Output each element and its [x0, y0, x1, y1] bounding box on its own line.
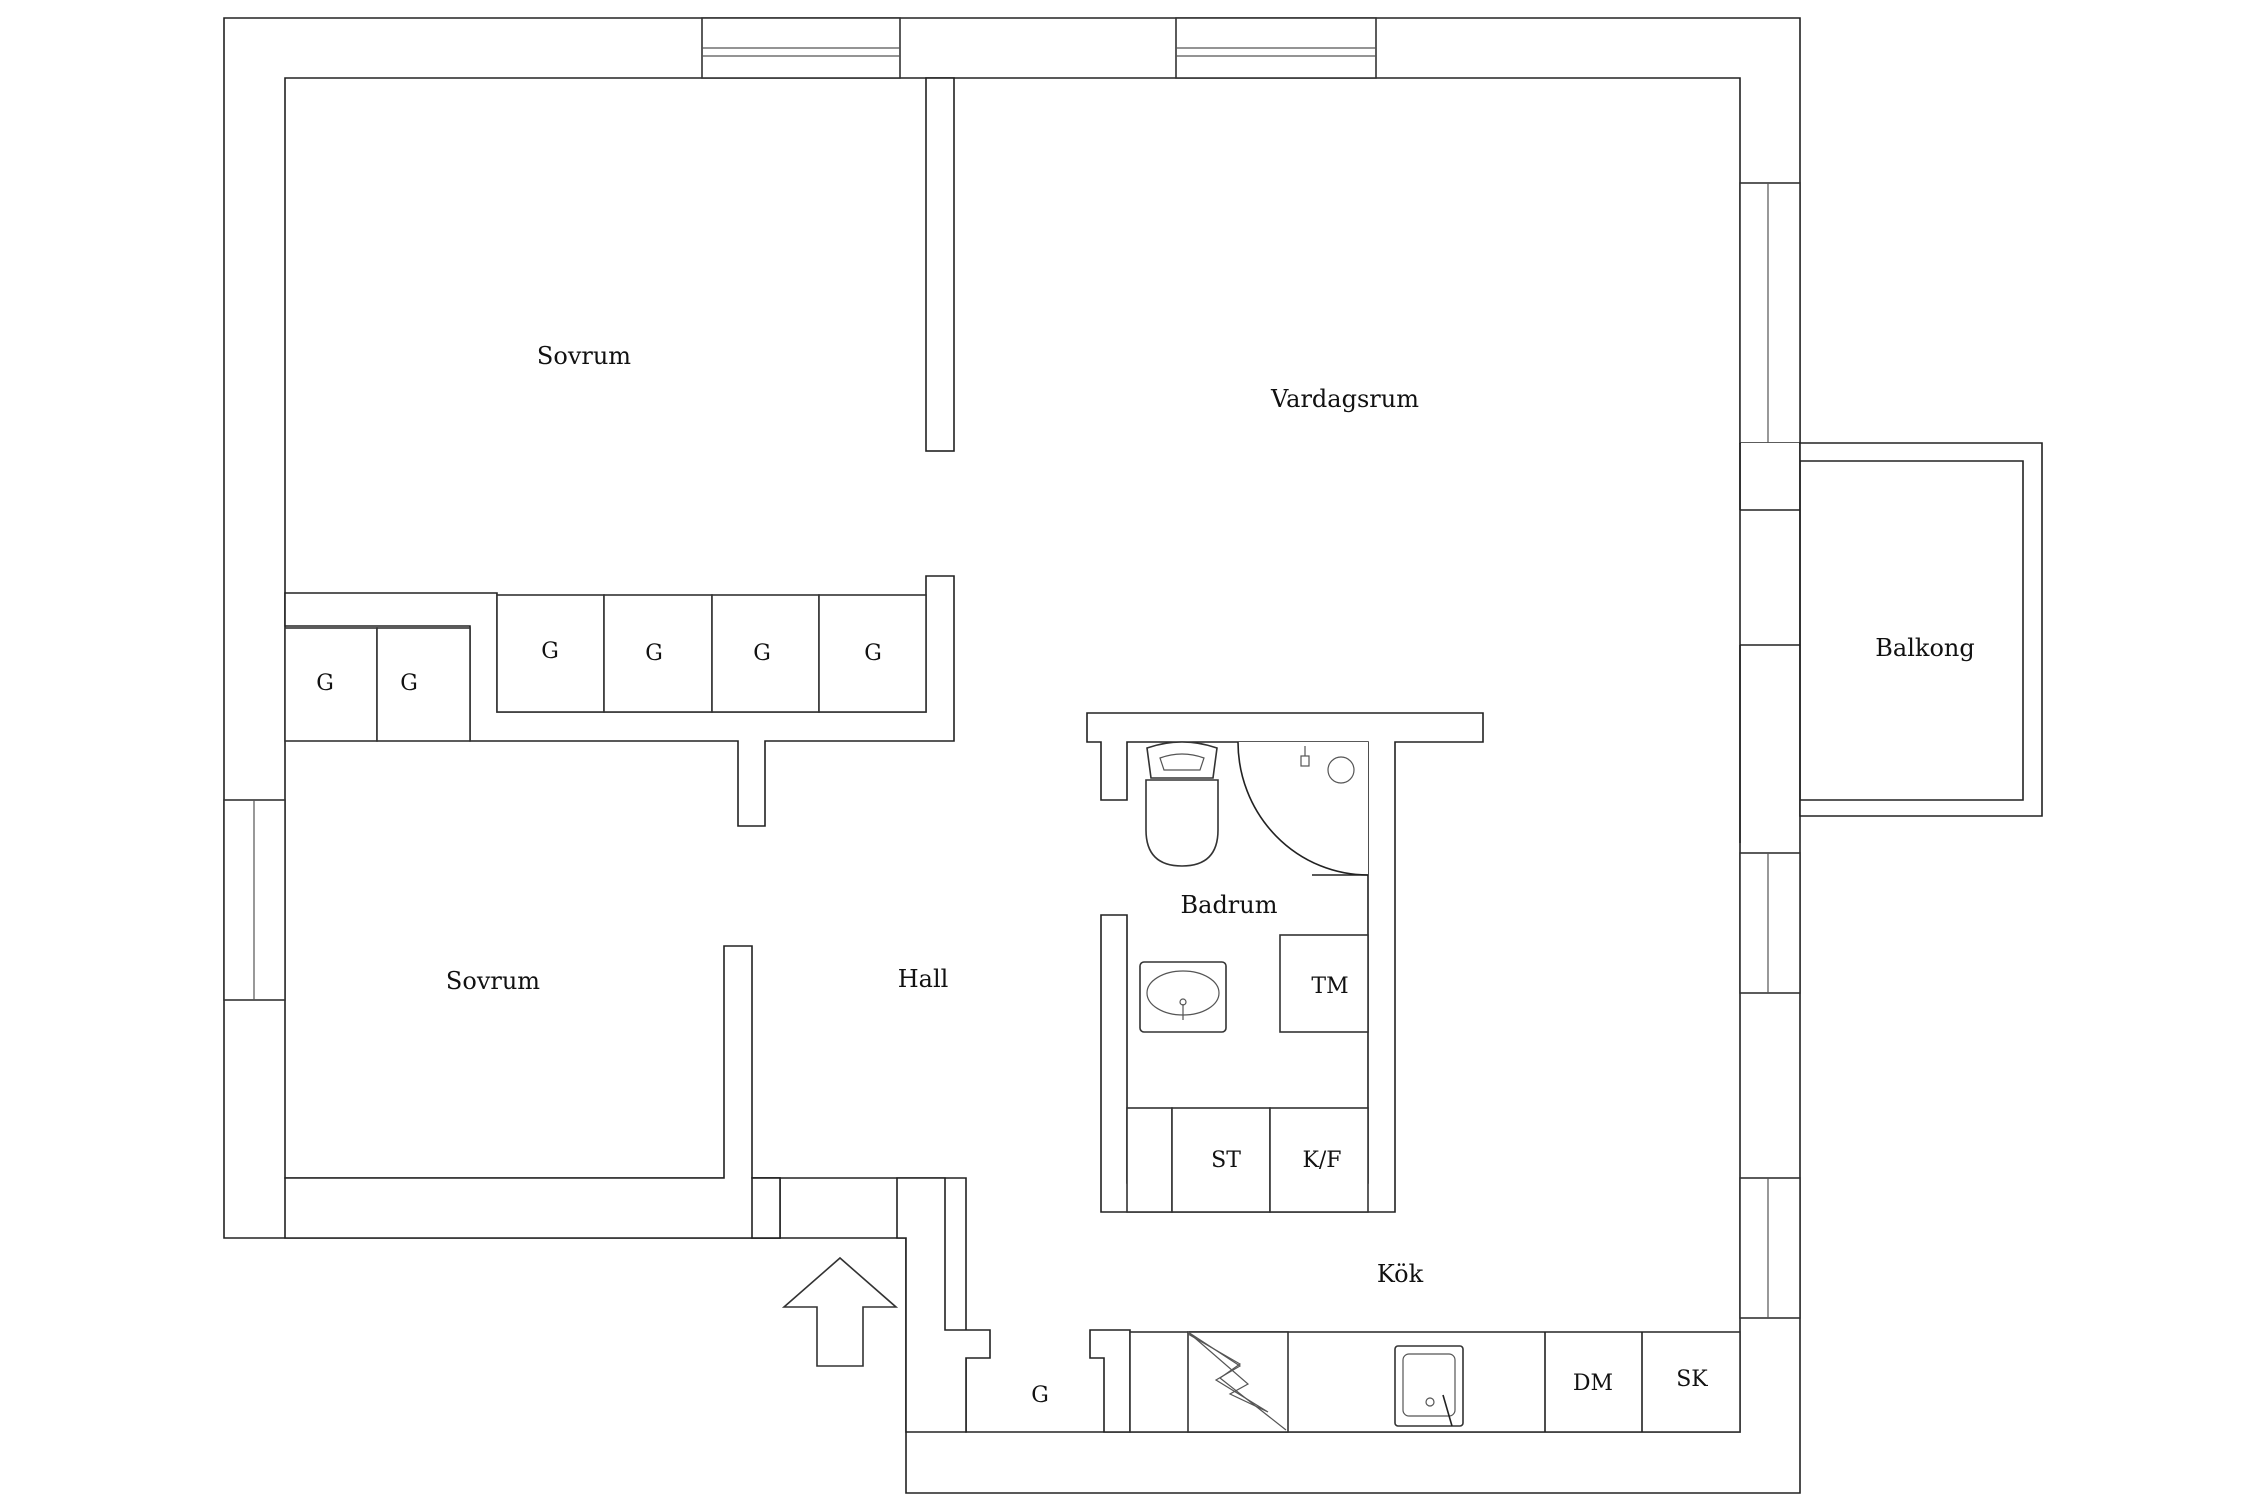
washing-machine — [1279, 934, 1369, 1033]
room-label-hall: Hall — [898, 965, 949, 993]
wardrobe-label: G — [753, 641, 771, 666]
room-label-badrum: Badrum — [1181, 891, 1278, 919]
room-label-sovrum-top: Sovrum — [537, 342, 631, 370]
fixture-label-sk: SK — [1676, 1367, 1708, 1392]
fixture-label-dm: DM — [1573, 1371, 1613, 1396]
window-top-right — [1175, 17, 1377, 79]
window-right-3 — [1739, 1177, 1801, 1319]
toilet-icon — [1145, 741, 1219, 867]
fixture-label-tm: TM — [1311, 974, 1348, 999]
fixture-label-st: ST — [1211, 1148, 1241, 1173]
fixture-label-kf: K/F — [1302, 1148, 1341, 1173]
cabinet-row-hall — [1126, 1107, 1369, 1213]
stove-icon — [1187, 1331, 1287, 1431]
kitchen-sink-icon — [1394, 1345, 1464, 1427]
balcony-outline — [1799, 442, 2043, 817]
room-label-balkong: Balkong — [1875, 634, 1974, 662]
room-label-kok: Kök — [1377, 1260, 1424, 1288]
wardrobe-label: G — [645, 641, 663, 666]
window-right-2 — [1739, 852, 1801, 994]
wardrobe-label: G — [400, 671, 418, 696]
room-label-vardagsrum: Vardagsrum — [1270, 385, 1419, 413]
wall-bedroom-living — [925, 77, 955, 452]
wardrobe-row-top: G G G G — [496, 594, 927, 713]
wardrobe-label: G — [541, 639, 559, 664]
balcony-door-opening — [1741, 443, 1799, 843]
closet-label-hall: G — [1031, 1383, 1049, 1408]
shower-icon — [1237, 741, 1369, 876]
wardrobe-row-left: G G — [284, 627, 471, 742]
wardrobe-label: G — [316, 671, 334, 696]
wall-entrance-right — [896, 1177, 991, 1433]
window-top-left — [701, 17, 901, 79]
washbasin-icon — [1139, 961, 1227, 1033]
wall-hall-closet — [1089, 1329, 1131, 1433]
wall-hall-stub — [751, 1177, 781, 1239]
window-right-1 — [1739, 182, 1801, 444]
wardrobe-label: G — [864, 641, 882, 666]
entrance-arrow-icon — [781, 1256, 899, 1367]
room-label-sovrum-bottom: Sovrum — [446, 967, 540, 995]
window-left — [223, 799, 286, 1001]
exterior-wall — [223, 17, 1801, 1494]
